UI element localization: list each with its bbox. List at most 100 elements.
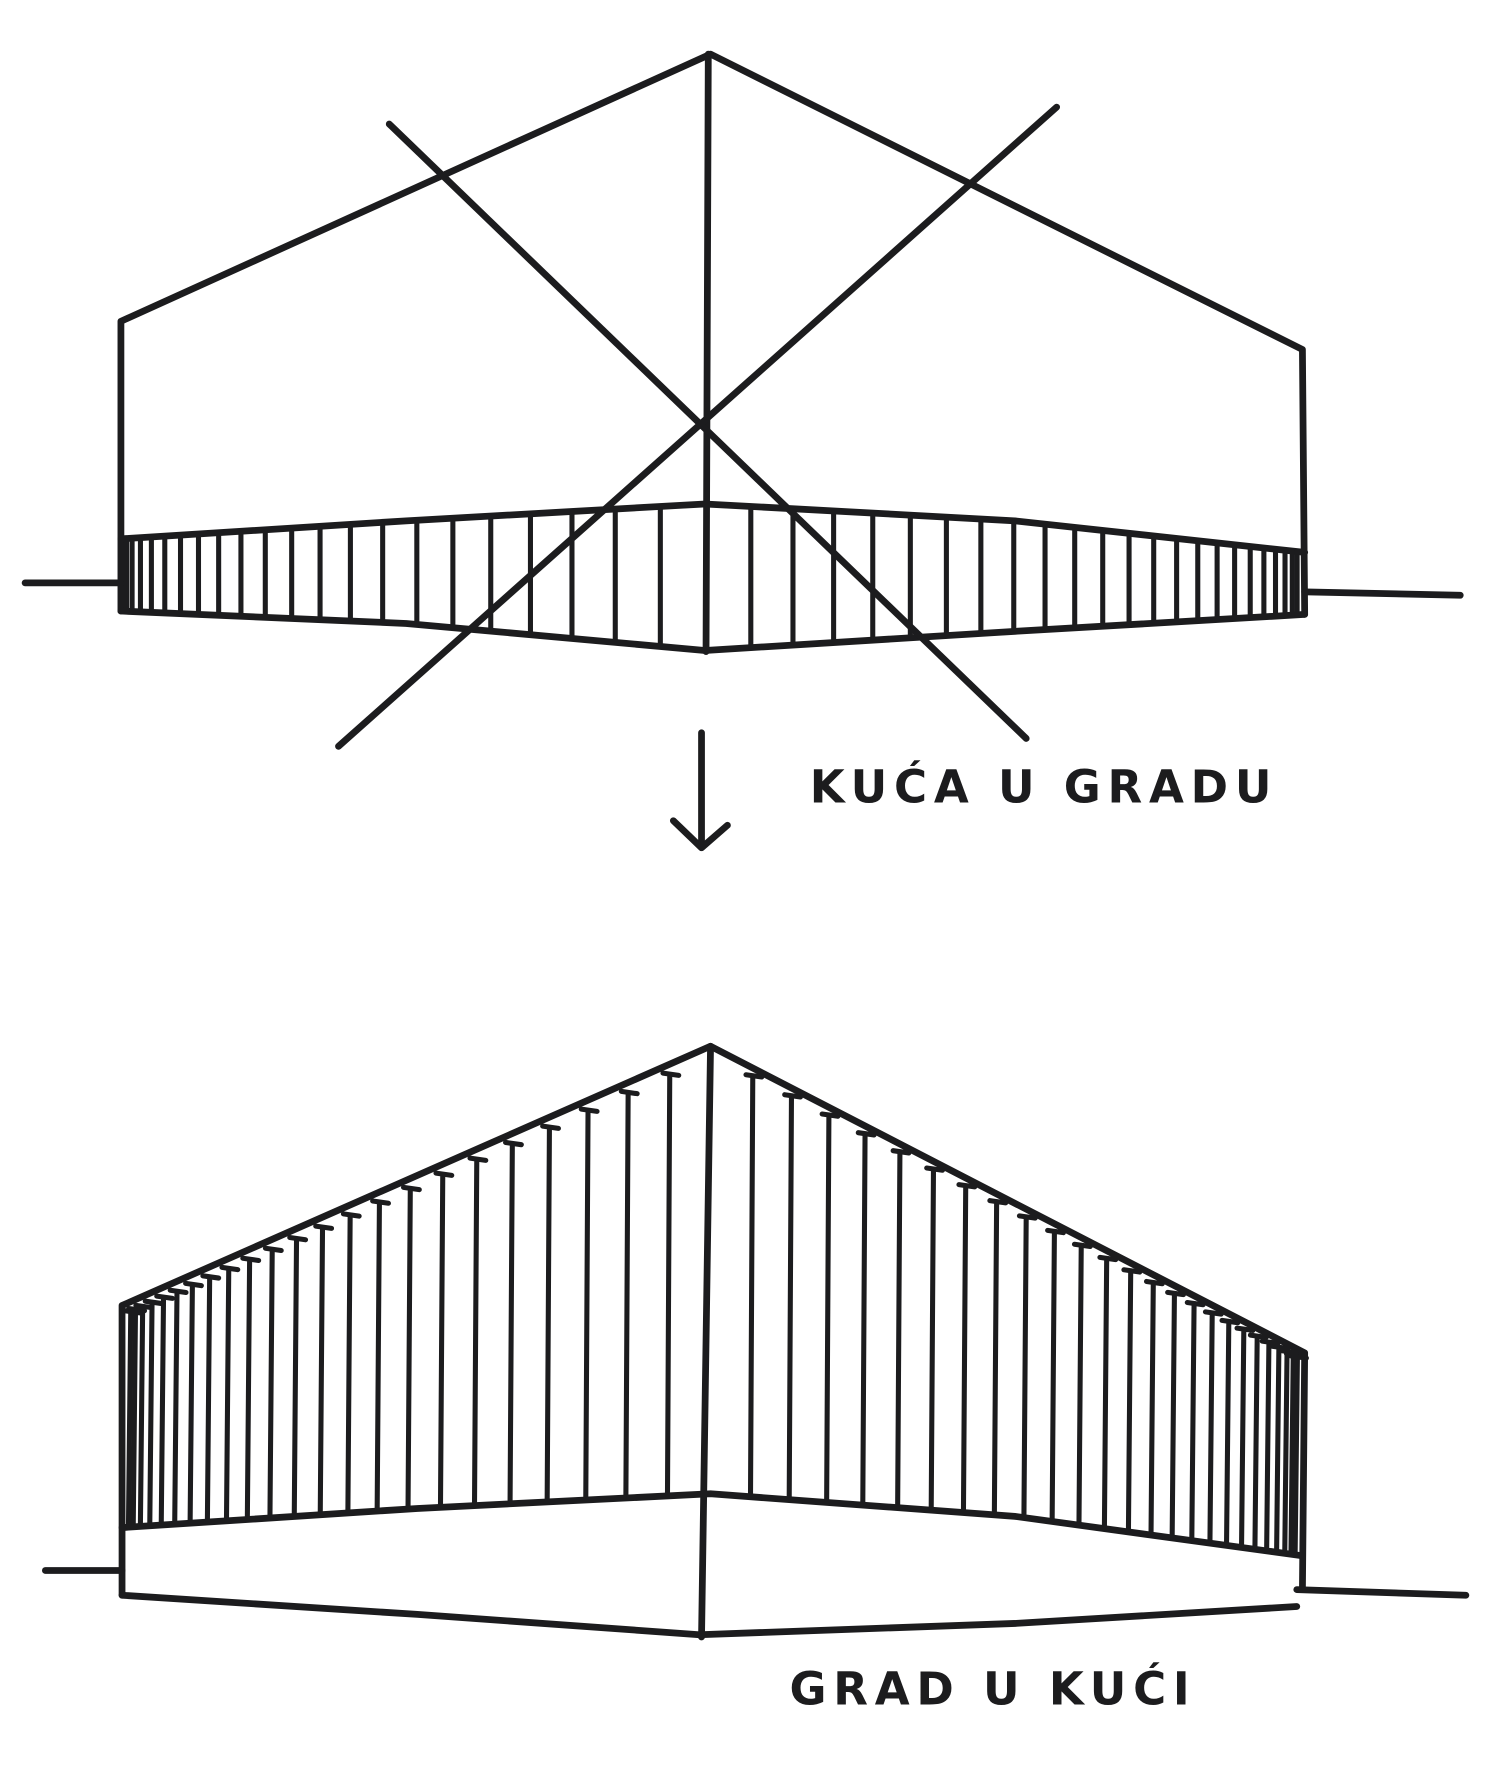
top-caption: KUĆA U GRADU — [810, 761, 1279, 814]
hatch-tick — [370, 1198, 391, 1206]
hatch-line — [1169, 1293, 1177, 1541]
hatch-tick — [1288, 1353, 1309, 1361]
hatch-line — [267, 1249, 275, 1521]
hatch-tick — [1143, 1278, 1165, 1287]
hatch-line — [223, 1268, 232, 1524]
hatch-tick — [1016, 1213, 1038, 1221]
hatch-tick — [262, 1245, 284, 1254]
hatch-line — [1101, 1258, 1110, 1532]
hatch-tick — [1165, 1289, 1186, 1298]
ground-line-right — [1301, 588, 1464, 599]
transition-arrow — [669, 729, 731, 852]
cross-out-line-1 — [385, 120, 1030, 742]
hatch-tick — [578, 1106, 600, 1114]
hatch-line — [125, 1311, 134, 1530]
hatch-tick — [782, 1092, 804, 1100]
cross-out-line-2 — [335, 103, 1061, 750]
top-house-center-line — [702, 50, 712, 656]
hatch-tick — [154, 1293, 176, 1301]
hatch-tick — [126, 1305, 148, 1314]
hatch-line — [1189, 1303, 1197, 1544]
hatch-line — [172, 1291, 180, 1527]
hatch-tick — [167, 1287, 189, 1295]
hatch-tick — [743, 1072, 765, 1080]
bottom-ground-edge — [118, 1591, 1301, 1639]
hatch-tick — [924, 1165, 946, 1173]
hatch-line — [928, 1168, 936, 1513]
hatch-line — [130, 1309, 139, 1530]
hatch-line — [345, 1214, 353, 1516]
hatch-line — [1049, 1231, 1057, 1524]
hatch-line — [1274, 1347, 1282, 1555]
hatch-tick — [1202, 1309, 1224, 1317]
hatch-line — [405, 1188, 413, 1512]
hatch-line — [374, 1201, 382, 1514]
hatch-tick — [819, 1111, 841, 1119]
hatch-tick — [1097, 1254, 1119, 1263]
hatch-line — [895, 1151, 903, 1511]
top-house-sketch — [21, 50, 1464, 750]
hatch-line — [623, 1092, 631, 1501]
hatch-line — [1076, 1245, 1084, 1528]
hatch-tick — [121, 1308, 143, 1316]
hatch-tick — [433, 1170, 455, 1178]
hatch-line — [317, 1226, 326, 1518]
bottom-house-center-line — [698, 1042, 714, 1641]
hatch-tick — [618, 1088, 640, 1097]
hatch-tick — [987, 1198, 1009, 1206]
hatch-tick — [340, 1211, 362, 1219]
ground-line-right — [1293, 1586, 1470, 1599]
hatch-line — [664, 1073, 673, 1499]
hatch-line — [158, 1296, 167, 1528]
hatch-line — [1207, 1312, 1215, 1546]
hatch-line — [244, 1259, 253, 1523]
hatch-line — [204, 1276, 213, 1525]
hatch-tick — [400, 1184, 422, 1193]
hatch-tick — [1219, 1317, 1241, 1326]
hatch-tick — [219, 1264, 241, 1273]
hatch-line — [187, 1284, 195, 1526]
top-band-top-edge — [117, 500, 1309, 556]
hatch-tick — [855, 1130, 877, 1138]
hatch-tick — [183, 1280, 204, 1289]
hatch-line — [507, 1143, 515, 1507]
hatch-tick — [503, 1139, 524, 1148]
hatch-line — [544, 1126, 552, 1505]
hatch-line — [1239, 1329, 1247, 1550]
hatch-tick — [1234, 1325, 1256, 1333]
hatch-tick — [200, 1273, 222, 1281]
hatch-tick — [660, 1070, 682, 1078]
hatch-line — [1148, 1282, 1156, 1538]
hatch-line — [471, 1158, 480, 1509]
hatch-line — [1252, 1335, 1260, 1552]
hatch-tick — [313, 1223, 335, 1231]
hatch-line — [824, 1114, 832, 1505]
hatch-line — [860, 1133, 868, 1508]
hatch-tick — [540, 1123, 561, 1131]
hatch-line — [786, 1095, 794, 1503]
hatch-line — [960, 1185, 969, 1516]
hatch-line — [291, 1238, 300, 1519]
hatch-line — [1282, 1351, 1290, 1556]
bottom-caption: GRAD U KUĆI — [789, 1663, 1196, 1716]
hatch-tick — [1045, 1227, 1066, 1236]
hatch-line — [1125, 1270, 1134, 1535]
hatch-tick — [467, 1155, 489, 1163]
bottom-band-edge — [118, 1490, 1306, 1560]
hatch-tick — [890, 1148, 912, 1156]
hatch-line — [1021, 1216, 1029, 1521]
bottom-house-sketch — [42, 1042, 1470, 1641]
hatch-line — [1223, 1321, 1232, 1548]
hatch-tick — [133, 1302, 155, 1311]
hatch-line — [1288, 1354, 1296, 1557]
hatch-tick — [1259, 1338, 1281, 1346]
top-band-bottom-edge — [117, 607, 1309, 654]
hatch-line — [437, 1173, 446, 1510]
hatch-line — [583, 1109, 591, 1503]
hatch-line — [1264, 1341, 1272, 1554]
hatch-line — [147, 1302, 155, 1529]
hatch-tick — [1247, 1332, 1269, 1340]
top-band-hatching — [123, 503, 1300, 651]
hatch-tick — [287, 1234, 309, 1243]
